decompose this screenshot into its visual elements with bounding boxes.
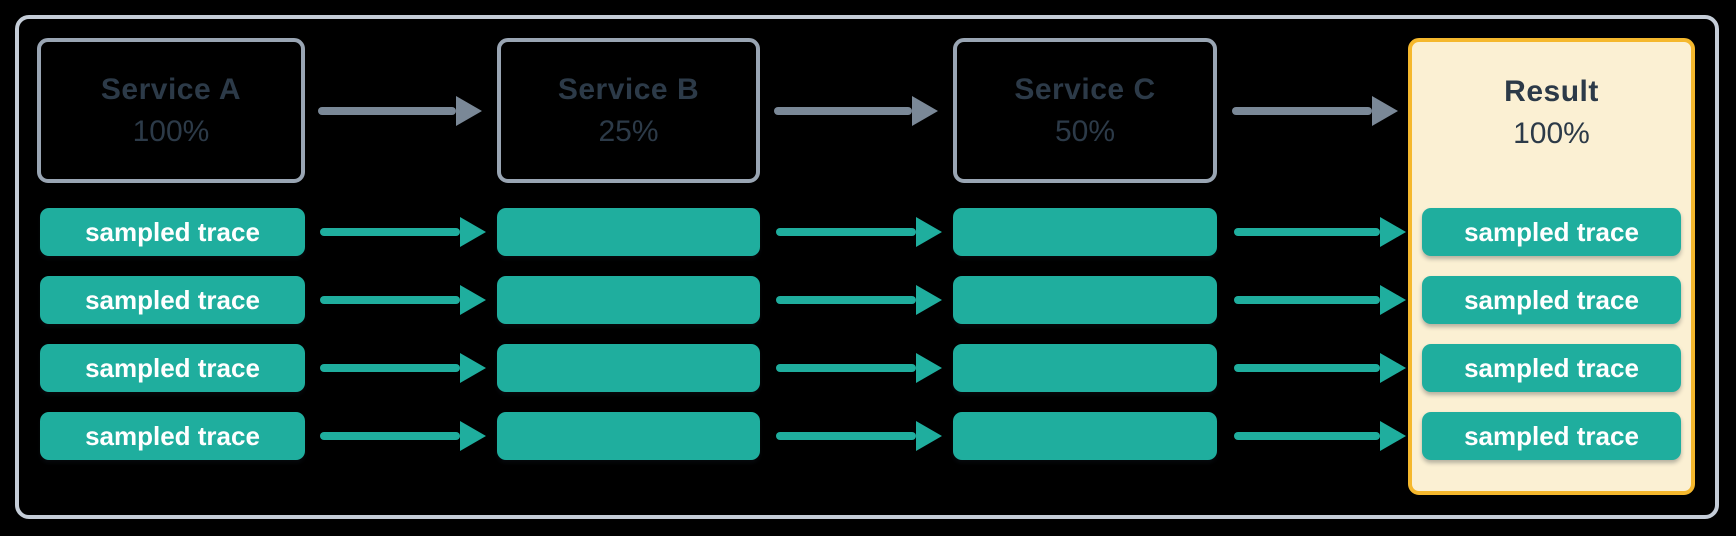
- service-c-box: Service C 50%: [953, 38, 1217, 183]
- trace-arrow-right-icon: [776, 364, 916, 372]
- trace-arrow-right-icon: [1234, 296, 1380, 304]
- result-title-block: Result 100%: [1412, 42, 1691, 183]
- trace-bar: [953, 208, 1217, 256]
- trace-arrow-right-icon: [1234, 432, 1380, 440]
- flow-arrow-right-icon: [318, 107, 456, 115]
- trace-bar: [497, 208, 760, 256]
- trace-arrow-right-icon: [1234, 364, 1380, 372]
- trace-bar: sampled trace: [1422, 208, 1681, 256]
- trace-bar: sampled trace: [1422, 276, 1681, 324]
- trace-arrow-right-icon: [776, 296, 916, 304]
- trace-arrow-right-icon: [320, 296, 460, 304]
- flow-arrow-right-icon: [774, 107, 912, 115]
- trace-bar: [953, 412, 1217, 460]
- result-sampling-rate: 100%: [1513, 116, 1590, 150]
- trace-bar: [953, 344, 1217, 392]
- trace-bar: sampled trace: [40, 208, 305, 256]
- trace-arrow-right-icon: [776, 228, 916, 236]
- service-c-name: Service C: [1014, 72, 1156, 106]
- service-a-box: Service A 100%: [37, 38, 305, 183]
- result-box: Result 100% sampled trace sampled trace …: [1408, 38, 1695, 495]
- trace-bar: [953, 276, 1217, 324]
- service-a-sampling-rate: 100%: [132, 114, 210, 148]
- trace-bar: sampled trace: [1422, 344, 1681, 392]
- service-c-sampling-rate: 50%: [1054, 114, 1116, 148]
- trace-bar: [497, 412, 760, 460]
- service-b-sampling-rate: 25%: [598, 114, 659, 148]
- trace-bar: sampled trace: [40, 276, 305, 324]
- trace-bar: [497, 276, 760, 324]
- result-name: Result: [1504, 74, 1599, 108]
- trace-bar: sampled trace: [40, 412, 305, 460]
- trace-arrow-right-icon: [320, 364, 460, 372]
- service-b-name: Service B: [557, 72, 700, 106]
- trace-bar: sampled trace: [40, 344, 305, 392]
- trace-arrow-right-icon: [320, 432, 460, 440]
- pipeline-container: [15, 15, 1719, 519]
- trace-bar: [497, 344, 760, 392]
- trace-arrow-right-icon: [1234, 228, 1380, 236]
- trace-arrow-right-icon: [320, 228, 460, 236]
- flow-arrow-right-icon: [1232, 107, 1372, 115]
- trace-arrow-right-icon: [776, 432, 916, 440]
- service-a-name: Service A: [100, 72, 242, 106]
- service-b-box: Service B 25%: [497, 38, 760, 183]
- trace-bar: sampled trace: [1422, 412, 1681, 460]
